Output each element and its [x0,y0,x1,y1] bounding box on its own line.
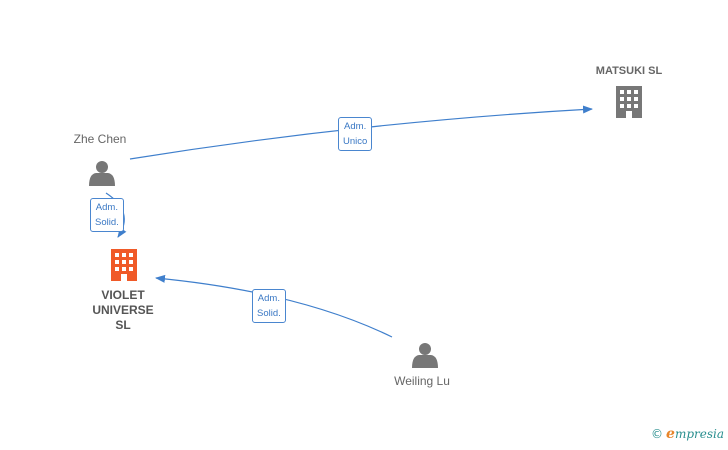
node-label-line: SL [115,318,131,332]
person-icon[interactable] [412,343,438,368]
building-icon[interactable] [111,249,137,281]
person-icon[interactable] [89,161,115,186]
node-label-zhe-chen[interactable]: Zhe Chen [73,132,127,146]
node-label-matsuki[interactable]: MATSUKI SL [595,65,663,77]
brand-logo: ©empresia [651,426,724,442]
edge-label-line: Solid. [257,308,281,319]
brand-name: mpresia [674,427,724,441]
node-label-line: VIOLET [101,288,145,302]
edge-label-line: Unico [343,136,368,147]
edge-label-line: Adm. [344,121,367,132]
edge-label-line: Adm. [257,293,280,304]
edge-label-adm-solid-weiling[interactable]: Adm. Solid. [252,289,286,323]
building-icon[interactable] [616,86,642,118]
node-label-weiling-lu[interactable]: Weiling Lu [394,374,450,388]
node-label-violet-universe[interactable]: VIOLET UNIVERSE SL [83,288,163,333]
edge-label-adm-unico[interactable]: Adm. Unico [338,117,373,151]
edge-label-adm-solid-zhe[interactable]: Adm. Solid. [90,198,124,232]
edge-label-line: Adm. [95,202,118,213]
edge-weiling-lu-to-violet [155,274,393,338]
copyright-icon: © [651,427,664,441]
node-label-line: UNIVERSE [92,303,154,317]
brand-initial: e [666,426,675,442]
edge-label-line: Solid. [95,217,119,228]
